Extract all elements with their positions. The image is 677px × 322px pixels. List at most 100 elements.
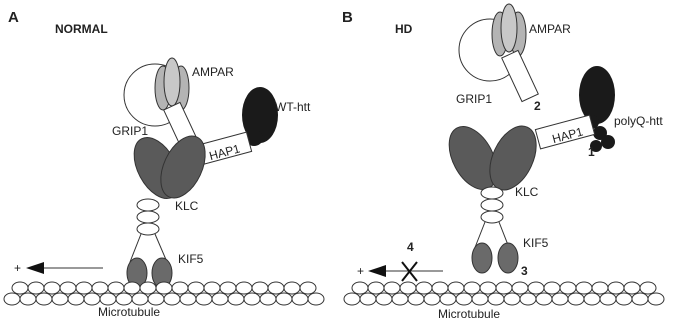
microtubule-bead — [464, 282, 480, 294]
ampar-subunit — [164, 58, 180, 106]
transport-arrow-head — [26, 262, 44, 274]
microtubule-bead — [520, 293, 536, 305]
stalk-bead — [481, 199, 503, 211]
panel-a: A NORMAL AMPAR GRIP1 WT-htt HAP1 KLC K — [4, 9, 324, 319]
microtubule-bead — [116, 293, 132, 305]
microtubule-bead — [536, 293, 552, 305]
microtubule-bead — [480, 282, 496, 294]
microtubule-bead — [632, 293, 648, 305]
microtubule-a — [4, 282, 324, 305]
microtubule-bead — [292, 293, 308, 305]
microtubule-bead — [488, 293, 504, 305]
panel-a-letter: A — [8, 9, 19, 26]
microtubule-bead — [12, 282, 28, 294]
panel-b-letter: B — [342, 9, 353, 26]
microtubule-bead — [60, 282, 76, 294]
kif5-label: KIF5 — [523, 236, 549, 250]
microtubule-bead — [132, 293, 148, 305]
microtubule-label: Microtubule — [438, 307, 500, 321]
ampar-label: AMPAR — [192, 65, 234, 79]
microtubule-bead — [212, 293, 228, 305]
kif5-foot-right — [498, 243, 518, 273]
microtubule-bead — [236, 282, 252, 294]
polyq-htt-aggregate — [601, 135, 615, 149]
microtubule-bead — [424, 293, 440, 305]
step-4-label: 4 — [407, 240, 414, 254]
polyq-htt-label: polyQ-htt — [614, 114, 663, 128]
microtubule-bead — [448, 282, 464, 294]
panel-a-title: NORMAL — [55, 22, 108, 36]
microtubule-bead — [400, 282, 416, 294]
microtubule-bead — [528, 282, 544, 294]
microtubule-bead — [576, 282, 592, 294]
microtubule-bead — [392, 293, 408, 305]
microtubule-bead — [616, 293, 632, 305]
microtubule-bead — [624, 282, 640, 294]
microtubule-bead — [360, 293, 376, 305]
microtubule-bead — [300, 282, 316, 294]
microtubule-bead — [84, 293, 100, 305]
microtubule-bead — [648, 293, 664, 305]
microtubule-bead — [148, 293, 164, 305]
microtubule-bead — [244, 293, 260, 305]
transport-arrow-head — [368, 265, 386, 277]
microtubule-bead — [376, 293, 392, 305]
microtubule-bead — [568, 293, 584, 305]
microtubule-bead — [76, 282, 92, 294]
microtubule-bead — [440, 293, 456, 305]
klc-label: KLC — [515, 185, 539, 199]
microtubule-bead — [92, 282, 108, 294]
plus-end-label: + — [357, 264, 364, 278]
step-1-label: 1 — [588, 145, 595, 159]
plus-end-label: + — [14, 261, 21, 275]
microtubule-bead — [560, 282, 576, 294]
microtubule-bead — [164, 293, 180, 305]
klc-label: KLC — [175, 199, 199, 213]
wt-htt-label: WT-htt — [275, 100, 311, 114]
microtubule-bead — [204, 282, 220, 294]
microtubule-bead — [276, 293, 292, 305]
microtubule-bead — [220, 282, 236, 294]
kif5-label: KIF5 — [178, 252, 204, 266]
step-3-label: 3 — [521, 264, 528, 278]
microtubule-bead — [408, 293, 424, 305]
step-2-label: 2 — [534, 99, 541, 113]
microtubule-bead — [156, 282, 172, 294]
microtubule-bead — [260, 293, 276, 305]
microtubule-bead — [228, 293, 244, 305]
microtubule-bead — [368, 282, 384, 294]
microtubule-bead — [68, 293, 84, 305]
microtubule-bead — [416, 282, 432, 294]
microtubule-bead — [124, 282, 140, 294]
microtubule-bead — [504, 293, 520, 305]
microtubule-bead — [432, 282, 448, 294]
stalk-bead — [137, 223, 159, 235]
stalk-bead — [481, 211, 503, 223]
microtubule-bead — [512, 282, 528, 294]
microtubule-bead — [592, 282, 608, 294]
microtubule-bead — [20, 293, 36, 305]
microtubule-bead — [456, 293, 472, 305]
microtubule-label: Microtubule — [98, 305, 160, 319]
microtubule-bead — [4, 293, 20, 305]
microtubule-bead — [28, 282, 44, 294]
microtubule-bead — [100, 293, 116, 305]
microtubule-bead — [284, 282, 300, 294]
grip1-label: GRIP1 — [112, 124, 148, 138]
microtubule-bead — [172, 282, 188, 294]
microtubule-bead — [252, 282, 268, 294]
microtubule-bead — [140, 282, 156, 294]
microtubule-bead — [600, 293, 616, 305]
microtubule-bead — [44, 282, 60, 294]
microtubule-bead — [308, 293, 324, 305]
microtubule-bead — [472, 293, 488, 305]
microtubule-bead — [608, 282, 624, 294]
stalk-bead — [137, 211, 159, 223]
microtubule-bead — [552, 293, 568, 305]
microtubule-bead — [544, 282, 560, 294]
kif5-foot-left — [472, 243, 492, 273]
microtubule-bead — [640, 282, 656, 294]
microtubule-bead — [180, 293, 196, 305]
microtubule-bead — [352, 282, 368, 294]
